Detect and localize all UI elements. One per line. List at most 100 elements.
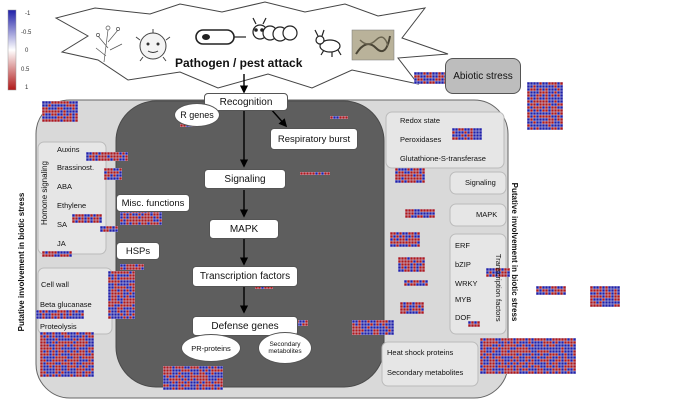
nematode-photo (351, 29, 395, 61)
heatmap-cell (533, 97, 536, 100)
heatmap-cell (113, 158, 116, 161)
heatmap-cell (330, 116, 333, 119)
heatmap-cell (409, 311, 412, 314)
heatmap-cell (533, 85, 536, 88)
heatmap-cell (573, 368, 576, 371)
heatmap-cell (88, 344, 91, 347)
heatmap-cell (111, 283, 114, 286)
heatmap-cell (86, 158, 89, 161)
heatmap-cell (64, 353, 67, 356)
heatmap-cell (61, 368, 64, 371)
heatmap-cell (510, 368, 513, 371)
heatmap-cell (483, 347, 486, 350)
heatmap-cell (545, 118, 548, 121)
heatmap-cell (545, 85, 548, 88)
heatmap-cell (66, 110, 69, 113)
heatmap-cell (79, 338, 82, 341)
heatmap-cell (522, 347, 525, 350)
heatmap-cell (40, 356, 43, 359)
heatmap-cell (468, 321, 471, 324)
heatmap-cell (111, 277, 114, 280)
legend-tick-3: 0 (25, 48, 29, 54)
heatmap-cell (116, 158, 119, 161)
heatmap-cell (546, 353, 549, 356)
heatmap-cell (70, 353, 73, 356)
hormone-auxins-label: Auxins (57, 145, 80, 154)
heatmap-cell (81, 310, 84, 313)
heatmap-cell (141, 264, 144, 267)
heatmap-cell (110, 168, 113, 171)
heatmap-cell (540, 350, 543, 353)
heatmap-cell (104, 174, 107, 177)
heatmap-cell (379, 323, 382, 326)
heatmap-cell (495, 271, 498, 274)
heatmap-cell (187, 369, 190, 372)
heatmap-cell (123, 267, 126, 270)
heatmap-cell (190, 381, 193, 384)
heatmap-cell (61, 371, 64, 374)
heatmap-cell (196, 384, 199, 387)
heatmap-cell (81, 313, 84, 316)
heatmap-cell (91, 344, 94, 347)
heatmap-cell (480, 365, 483, 368)
heatmap-cell (557, 88, 560, 91)
heatmap-cell (414, 75, 417, 78)
heatmap-cell (150, 219, 153, 222)
heatmap-cell (540, 362, 543, 365)
heatmap-cell (395, 180, 398, 183)
heatmap-cell (422, 263, 425, 266)
heatmap-cell (516, 359, 519, 362)
heatmap-cell (404, 283, 407, 286)
heatmap-cell (548, 91, 551, 94)
heatmap-cell (79, 353, 82, 356)
mapk-right-panel (449, 203, 507, 227)
heatmap-cell (410, 177, 413, 180)
heatmap-cell (217, 366, 220, 369)
heatmap-cell (516, 356, 519, 359)
heatmap-cell (45, 316, 48, 319)
heatmap-cell (546, 350, 549, 353)
heatmap-cell (402, 241, 405, 244)
heatmap-cell (486, 350, 489, 353)
heatmap-cell (187, 378, 190, 381)
heatmap-cell (558, 359, 561, 362)
heatmap-cell (116, 174, 119, 177)
heatmap-cell (530, 109, 533, 112)
bacterium-icon (195, 29, 246, 45)
heatmap-cell (42, 110, 45, 113)
heatmap-cell (111, 313, 114, 316)
heatmap-cell (542, 124, 545, 127)
heatmap-cell (480, 341, 483, 344)
heatmap-cell (413, 280, 416, 283)
heatmap-cell (46, 353, 49, 356)
heatmap-cell (385, 329, 388, 332)
heatmap-cell (525, 353, 528, 356)
heatmap-cell (90, 217, 93, 220)
heatmap-cell (423, 78, 426, 81)
heatmap-cell (510, 353, 513, 356)
heatmap-cell (57, 104, 60, 107)
heatmap-cell (489, 359, 492, 362)
heatmap-cell (79, 359, 82, 362)
respiratory-burst-box: Respiratory burst (270, 128, 358, 150)
heatmap-cell (150, 216, 153, 219)
heatmap-cell (567, 359, 570, 362)
heatmap-cell (495, 338, 498, 341)
heatmap-cell (551, 85, 554, 88)
heatmap-cell (220, 366, 223, 369)
heatmap-cell (414, 244, 417, 247)
heatmap-cell (117, 277, 120, 280)
heatmap-cell (172, 375, 175, 378)
heatmap-cell (52, 374, 55, 377)
heatmap-cell (352, 320, 355, 323)
heatmap-cell (479, 128, 482, 131)
heatmap-cell (570, 368, 573, 371)
heatmap-cell (43, 338, 46, 341)
heatmap-cell (336, 116, 339, 119)
hormone-ja-label: JA (57, 239, 66, 248)
heatmap-cell (63, 110, 66, 113)
heatmap-cell (76, 365, 79, 368)
heatmap-cell (476, 134, 479, 137)
heatmap-cell (123, 271, 126, 274)
heatmap-cell (411, 209, 414, 212)
